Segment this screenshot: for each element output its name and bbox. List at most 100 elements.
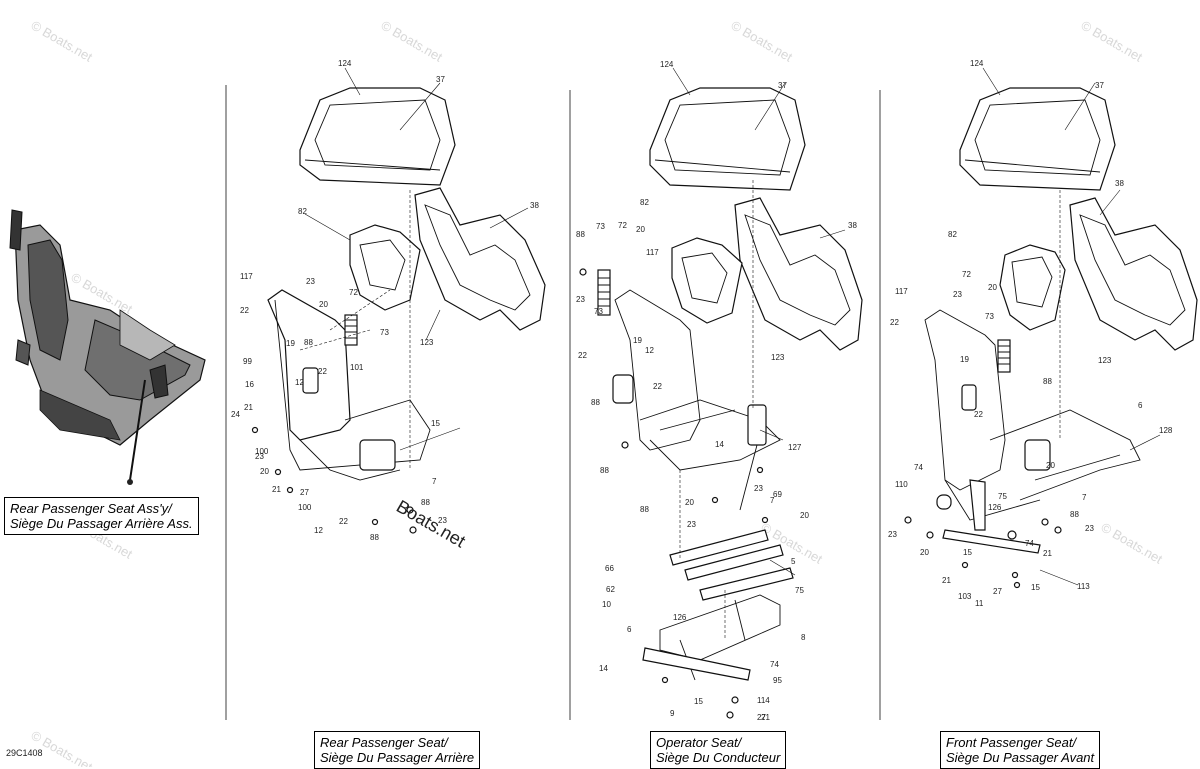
- callout-label: 5: [791, 557, 796, 566]
- callout-label: 20: [685, 498, 694, 507]
- callout-label: 15: [694, 697, 703, 706]
- callout-label: 62: [606, 585, 615, 594]
- callout-label: 11: [975, 599, 984, 608]
- watermark: © Boats.net: [1079, 18, 1146, 65]
- callout-label: 123: [1098, 356, 1112, 365]
- callout-label: 88: [304, 338, 313, 347]
- callout-label: 20: [636, 225, 645, 234]
- callout-label: 22: [240, 306, 249, 315]
- callout-label: 23: [888, 530, 897, 539]
- callout-label: 74: [914, 463, 923, 472]
- callout-label: 75: [795, 586, 804, 595]
- callout-label: 23: [306, 277, 315, 286]
- callout-label: 99: [243, 357, 252, 366]
- callout-label: 20: [988, 283, 997, 292]
- caption-line: Rear Passenger Seat Ass'y/: [10, 501, 172, 516]
- callout-label: 24: [231, 410, 240, 419]
- callout-label: 23: [953, 290, 962, 299]
- callout-label: 88: [576, 230, 585, 239]
- caption-rear-assembly: Rear Passenger Seat Ass'y/ Siège Du Pass…: [4, 497, 199, 535]
- callout-label: 12: [314, 526, 323, 535]
- callout-label: 113: [1077, 582, 1090, 591]
- caption-line: Siège Du Passager Arrière: [320, 750, 475, 765]
- caption-line: Siège Du Passager Arrière Ass.: [10, 516, 193, 531]
- callout-label: 123: [420, 338, 434, 347]
- front-seat-exploded-drawing: [904, 67, 1198, 589]
- callout-label: 73: [594, 307, 603, 316]
- caption-line: Operator Seat/: [656, 735, 742, 750]
- callout-label: 15: [1031, 583, 1040, 592]
- callout-label: 124: [338, 59, 352, 68]
- callout-label: 88: [1043, 377, 1052, 386]
- callout-label: 101: [350, 363, 364, 372]
- callout-label: 38: [530, 201, 539, 210]
- callout-label: 19: [633, 336, 642, 345]
- caption-front-seat: Front Passenger Seat/ Siège Du Passager …: [940, 731, 1101, 769]
- callout-label: 88: [640, 505, 649, 514]
- callout-label: 126: [673, 613, 687, 622]
- callout-label: 14: [715, 440, 724, 449]
- callout-label: 21: [1043, 549, 1052, 558]
- callout-label: 27: [757, 713, 766, 722]
- callout-label: 124: [660, 60, 674, 69]
- callout-label: 126: [988, 503, 1002, 512]
- callout-label: 38: [1115, 179, 1124, 188]
- callout-label: 88: [1070, 510, 1079, 519]
- callout-label: 82: [948, 230, 957, 239]
- callout-label: 73: [380, 328, 389, 337]
- callout-label: 37: [778, 81, 787, 90]
- callout-label: 117: [646, 248, 659, 257]
- callout-label: 88: [591, 398, 600, 407]
- callout-label: 82: [298, 207, 307, 216]
- callout-label: 8: [801, 633, 806, 642]
- callout-label: 123: [771, 353, 785, 362]
- center-watermark: Boats.net: [393, 496, 469, 551]
- callout-label: 73: [596, 222, 605, 231]
- callout-label: 95: [773, 676, 782, 685]
- callout-label: 12: [645, 346, 654, 355]
- watermark: © Boats.net: [379, 18, 446, 65]
- callout-label: 100: [255, 447, 269, 456]
- callout-label: 20: [800, 511, 809, 520]
- diagram-code: 29C1408: [6, 748, 43, 758]
- callout-label: 27: [993, 587, 1002, 596]
- callout-label: 37: [436, 75, 445, 84]
- callout-label: 19: [960, 355, 969, 364]
- callout-label: 15: [431, 419, 440, 428]
- callout-label: 20: [920, 548, 929, 557]
- callout-label: 7: [432, 477, 437, 486]
- watermark: © Boats.net: [729, 18, 796, 65]
- callout-label: 21: [942, 576, 951, 585]
- callout-label: 88: [370, 533, 379, 542]
- watermark: © Boats.net: [29, 18, 96, 65]
- callout-label: 74: [770, 660, 779, 669]
- callout-label: 124: [970, 59, 984, 68]
- callout-label: 22: [318, 367, 327, 376]
- callout-label: 23: [687, 520, 696, 529]
- callout-label: 22: [653, 382, 662, 391]
- caption-line: Siège Du Conducteur: [656, 750, 781, 765]
- rear-seat-assembly-drawing: [9, 209, 206, 485]
- callout-label: 75: [998, 492, 1007, 501]
- callout-label: 14: [599, 664, 608, 673]
- operator-seat-exploded-drawing: [579, 67, 863, 719]
- callout-label: 9: [670, 709, 675, 718]
- callout-label: 23: [255, 452, 264, 461]
- watermark: © Boats.net: [1099, 520, 1166, 567]
- callout-label: 73: [985, 312, 994, 321]
- callout-label: 72: [962, 270, 971, 279]
- caption-line: Rear Passenger Seat/: [320, 735, 448, 750]
- callout-label: 21: [244, 403, 253, 412]
- callout-label: 10: [602, 600, 611, 609]
- callout-label: 88: [421, 498, 430, 507]
- callout-label: 22: [339, 517, 348, 526]
- callout-label: 37: [1095, 81, 1104, 90]
- callout-label: 38: [848, 221, 857, 230]
- callout-label: 20: [260, 467, 269, 476]
- callout-label: 16: [245, 380, 254, 389]
- caption-line: Front Passenger Seat/: [946, 735, 1077, 750]
